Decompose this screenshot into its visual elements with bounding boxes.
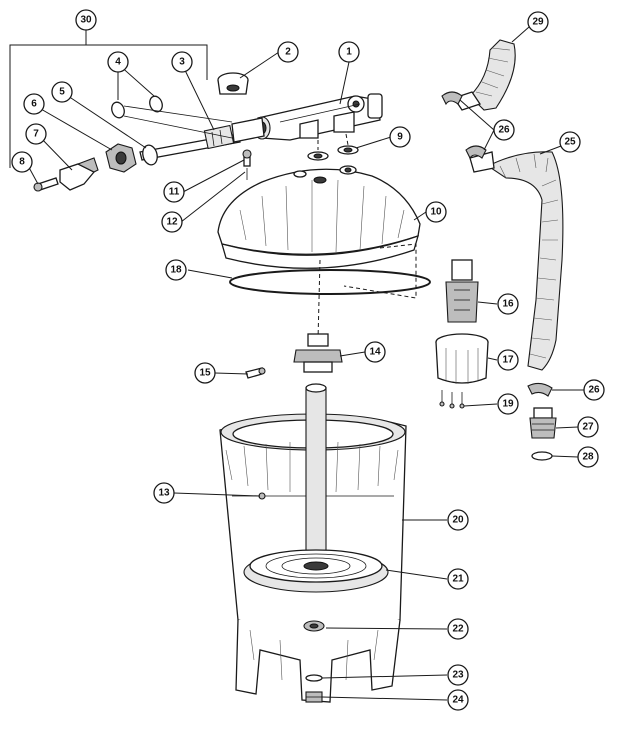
callout-label: 4	[115, 57, 121, 68]
callout-23: 23	[447, 664, 469, 686]
callout-label: 21	[452, 574, 464, 585]
callout-26-lower: 26	[583, 379, 605, 401]
callout-label: 28	[582, 452, 594, 463]
callout-label: 2	[285, 47, 291, 58]
callout-label: 30	[80, 15, 92, 26]
callout-21: 21	[447, 568, 469, 590]
callout-3: 3	[171, 51, 193, 73]
drain-fitting	[303, 620, 325, 632]
callout-label: 1	[346, 47, 352, 58]
callout-label: 11	[169, 187, 180, 198]
hose-clamps	[441, 91, 553, 397]
callout-label: 7	[33, 129, 39, 140]
callout-25: 25	[559, 131, 581, 153]
callout-label: 26	[498, 125, 510, 136]
callout-label: 12	[166, 217, 178, 228]
filter-screen	[243, 549, 389, 593]
collar-screws	[439, 390, 465, 409]
callout-label: 22	[452, 624, 464, 635]
callout-label: 27	[582, 422, 594, 433]
leader-lines	[25, 26, 584, 701]
fitting-o-ring	[531, 451, 553, 461]
valve-stem	[139, 117, 265, 161]
side-screw	[245, 367, 266, 379]
callout-12: 12	[161, 211, 183, 233]
callout-label: 13	[158, 488, 170, 499]
callout-label: 29	[532, 17, 544, 28]
valve-handle	[59, 157, 99, 191]
callout-1: 1	[338, 41, 360, 63]
callout-label: 24	[452, 695, 464, 706]
gauge-cap	[217, 72, 249, 95]
standpipe	[305, 383, 327, 579]
callout-20: 20	[447, 509, 469, 531]
callout-10: 10	[425, 201, 447, 223]
callout-label: 23	[452, 670, 464, 681]
short-hose	[452, 39, 516, 111]
callout-label: 15	[199, 368, 211, 379]
callout-label: 20	[452, 515, 464, 526]
callout-label: 14	[369, 347, 381, 358]
callout-2: 2	[277, 41, 299, 63]
lid-o-ring	[229, 269, 431, 295]
callout-24: 24	[447, 689, 469, 711]
callout-label: 9	[397, 132, 403, 143]
callout-label: 6	[31, 99, 37, 110]
callout-label: 5	[59, 87, 65, 98]
callout-28: 28	[577, 446, 599, 468]
callout-15: 15	[194, 362, 216, 384]
o-rings	[111, 95, 233, 139]
callout-14: 14	[364, 341, 386, 363]
bulkhead-adapter	[293, 333, 343, 373]
callout-11: 11	[163, 181, 185, 203]
long-hose	[469, 151, 564, 371]
callout-label: 17	[502, 355, 514, 366]
tank-lid	[217, 165, 421, 269]
callout-label: 10	[430, 207, 442, 218]
callout-8: 8	[11, 151, 33, 173]
drain-plug	[305, 691, 323, 703]
callout-label: 3	[179, 57, 185, 68]
callout-30: 30	[75, 9, 97, 31]
callout-17: 17	[497, 349, 519, 371]
hose-fitting	[529, 407, 557, 439]
callout-16: 16	[497, 293, 519, 315]
callout-label: 18	[170, 265, 182, 276]
callout-9: 9	[389, 126, 411, 148]
connector-collar	[435, 333, 489, 384]
callout-label: 16	[502, 299, 514, 310]
callout-18: 18	[165, 259, 187, 281]
valve-body	[253, 93, 383, 141]
o-ring-5	[142, 144, 158, 166]
handle-nut	[105, 143, 137, 173]
callout-4: 4	[107, 51, 129, 73]
valve-gaskets	[307, 133, 359, 161]
handle-screw	[33, 177, 59, 192]
callout-19: 19	[497, 393, 519, 415]
callout-22: 22	[447, 618, 469, 640]
callout-26-upper: 26	[493, 119, 515, 141]
callout-29: 29	[527, 11, 549, 33]
callout-label: 25	[564, 137, 576, 148]
callout-5: 5	[51, 81, 73, 103]
callout-label: 8	[19, 157, 25, 168]
callout-13: 13	[153, 482, 175, 504]
assembly-guide-lines	[317, 243, 417, 341]
filter-connector	[445, 259, 479, 323]
callout-27: 27	[577, 416, 599, 438]
callout-6: 6	[23, 93, 45, 115]
callout-label: 26	[588, 385, 600, 396]
callout-7: 7	[25, 123, 47, 145]
callout-label: 19	[502, 399, 514, 410]
lid-screws	[242, 149, 252, 180]
group-30-bracket	[9, 30, 208, 168]
